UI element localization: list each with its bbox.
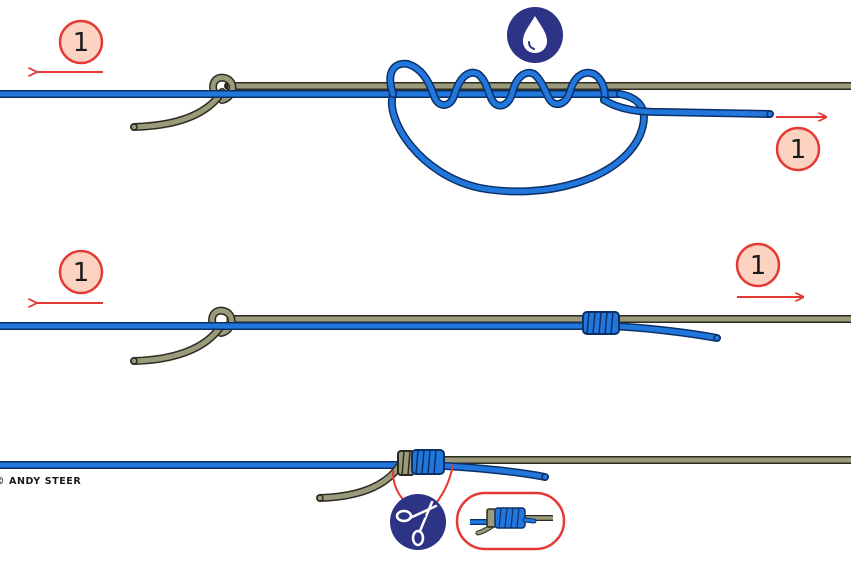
step-number: 1 — [73, 28, 90, 58]
step-number: 1 — [750, 251, 767, 281]
main-line-loop — [387, 90, 648, 196]
step-badge-left: 1 — [58, 249, 104, 295]
stage-2: 1 1 — [0, 242, 851, 365]
step-number: 1 — [73, 258, 90, 288]
stage-1: 1 1 — [0, 7, 851, 196]
step-badge-right: 1 — [735, 242, 781, 288]
finished-knot-coils — [397, 449, 445, 476]
step-number: 1 — [790, 135, 807, 165]
scissors-icon — [390, 494, 446, 550]
step-badge-right: 1 — [775, 126, 821, 172]
step-badge-left: 1 — [58, 19, 104, 65]
artist-credit: © ANDY STEER — [0, 476, 81, 487]
stage-3: © ANDY STEER — [0, 449, 851, 551]
tightened-coils — [582, 311, 620, 335]
trimmed-knot-inset — [455, 491, 566, 551]
water-drop-icon — [507, 7, 563, 63]
